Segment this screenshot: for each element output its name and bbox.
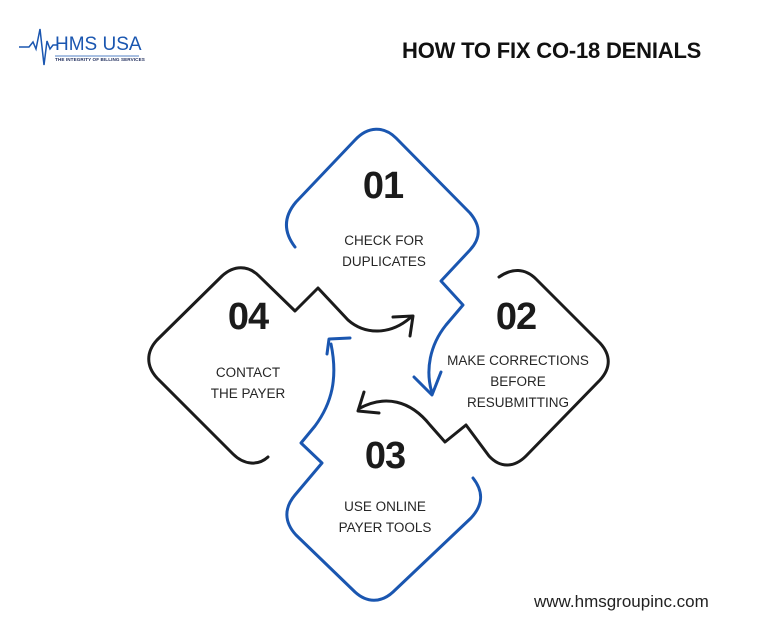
step-01-line1: CHECK FOR — [344, 233, 424, 248]
step-03-line2: PAYER TOOLS — [338, 520, 432, 535]
logo-tagline: THE INTEGRITY OF BILLING SERVICES — [55, 57, 145, 62]
step-03-number: 03 — [364, 435, 406, 477]
step-01-number: 01 — [362, 165, 404, 207]
heartbeat-line-icon — [19, 28, 139, 66]
step-01-text: CHECK FOR DUPLICATES — [326, 230, 442, 272]
step-03-line1: USE ONLINE — [344, 499, 426, 514]
step-01-line2: DUPLICATES — [342, 254, 426, 269]
footer-website-url: www.hmsgroupinc.com — [534, 592, 709, 611]
step-03-text: USE ONLINE PAYER TOOLS — [327, 496, 443, 538]
step-02-line1: MAKE CORRECTIONS — [447, 353, 589, 368]
logo-name: HMS USA — [55, 34, 142, 55]
page-title: HOW TO FIX CO-18 DENIALS — [402, 38, 702, 63]
step-04-text: CONTACT THE PAYER — [190, 362, 306, 404]
step-01-outline — [285, 127, 480, 397]
step-04-number: 04 — [227, 296, 269, 338]
step-04-outline — [147, 266, 415, 465]
step-02-line2: BEFORE — [490, 374, 546, 389]
company-logo: HMS USA THE INTEGRITY OF BILLING SERVICE… — [17, 27, 147, 71]
step-04-line1: CONTACT — [215, 365, 281, 380]
step-02-outline — [356, 269, 610, 467]
step-02-number: 02 — [495, 296, 537, 338]
step-04-line2: THE PAYER — [210, 386, 286, 401]
step-02-line3: RESUBMITTING — [466, 395, 569, 410]
step-02-text: MAKE CORRECTIONS BEFORE RESUBMITTING — [443, 350, 593, 413]
step-03-outline — [285, 336, 483, 602]
